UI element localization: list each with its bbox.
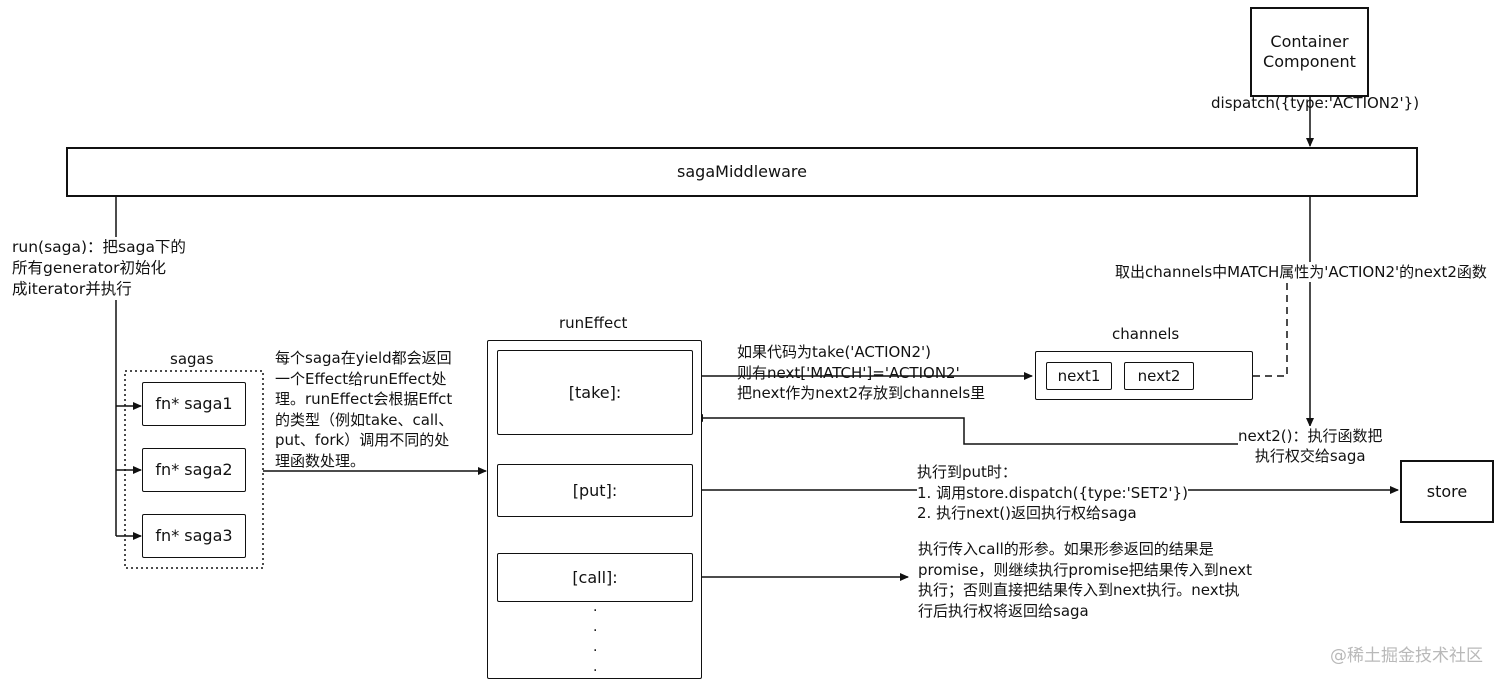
- ellipsis-dot-4: .: [593, 659, 598, 675]
- saga3-box: fn* saga3: [142, 514, 246, 558]
- saga-middleware-box: sagaMiddleware: [66, 147, 1418, 197]
- channels-label: channels: [1112, 325, 1180, 343]
- next2-to-take-arrow: [694, 414, 1240, 445]
- next2-label: next2: [1137, 367, 1181, 385]
- container-component-label: Container Component: [1263, 32, 1356, 71]
- saga1-box: fn* saga1: [142, 382, 246, 426]
- watermark: @稀土掘金技术社区: [1330, 646, 1483, 666]
- saga2-box: fn* saga2: [142, 448, 246, 492]
- store-label: store: [1426, 481, 1468, 501]
- put-handler-box: [put]:: [497, 464, 693, 517]
- sagas-label: sagas: [170, 350, 214, 368]
- sagas-group-border: [124, 370, 264, 569]
- channels-dashed-connector: [1253, 282, 1288, 377]
- run-saga-note: run(saga)：把saga下的 所有generator初始化 成iterat…: [12, 237, 207, 300]
- take-handler-box: [take]:: [497, 350, 693, 435]
- take-description: 如果代码为take('ACTION2') 则有next['MATCH']='AC…: [737, 343, 986, 402]
- ellipsis-dot-1: .: [593, 599, 598, 615]
- store-box: store: [1400, 460, 1494, 523]
- next2-box: next2: [1124, 362, 1194, 390]
- channels-match-note: 取出channels中MATCH属性为'ACTION2'的next2函数: [1113, 262, 1489, 282]
- next2-call-note: next2()：执行函数把 执行权交给saga: [1238, 426, 1383, 466]
- saga-middleware-label: sagaMiddleware: [677, 162, 807, 181]
- call-handler-box: [call]:: [497, 553, 693, 602]
- dispatch-label: dispatch({type:'ACTION2'}): [1211, 94, 1420, 112]
- call-description: 执行传入call的形参。如果形参返回的结果是 promise，则继续执行prom…: [918, 539, 1252, 621]
- saga-effect-description: 每个saga在yield都会返回 一个Effect给runEffect处 理。r…: [275, 349, 454, 470]
- saga1-label: fn* saga1: [155, 394, 233, 413]
- take-handler-label: [take]:: [568, 382, 622, 402]
- put-handler-label: [put]:: [572, 480, 618, 500]
- run-effect-label: runEffect: [559, 314, 628, 332]
- saga2-label: fn* saga2: [155, 460, 233, 479]
- call-handler-label: [call]:: [572, 567, 618, 587]
- put-description: 执行到put时： 1. 调用store.dispatch({type:'SET2…: [917, 462, 1188, 524]
- next1-label: next1: [1057, 367, 1101, 385]
- container-component-box: Container Component: [1250, 7, 1369, 97]
- saga3-label: fn* saga3: [155, 526, 233, 545]
- ellipsis-dot-3: .: [593, 639, 598, 655]
- ellipsis-dot-2: .: [593, 619, 598, 635]
- next1-box: next1: [1046, 362, 1112, 390]
